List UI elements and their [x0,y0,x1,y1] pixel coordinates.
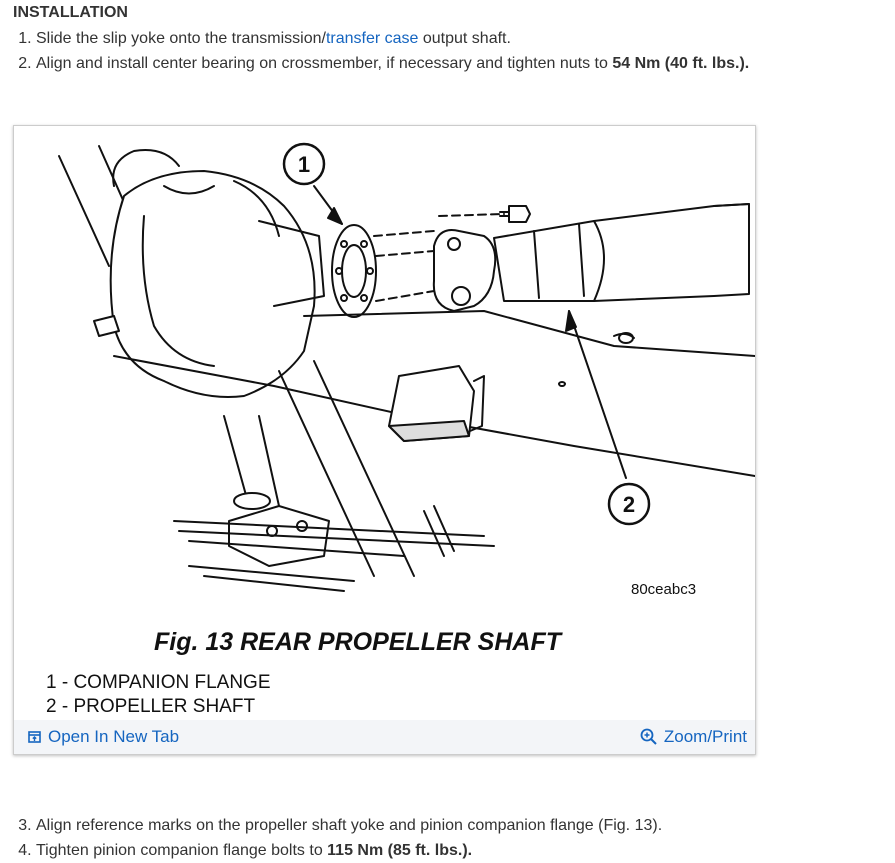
callout-2-circle [607,482,651,526]
propeller-shaft [493,203,750,302]
torque-value: 115 Nm (85 ft. lbs.). [327,842,473,859]
figure-code: 80ceabc3 [631,581,697,598]
callout-1-label: 1 [298,152,310,177]
legend-item: 2 - PROPELLER SHAFT [46,696,256,717]
callout-1-circle [282,142,326,186]
torque-value: 54 Nm (40 ft. lbs.). [612,55,750,72]
transfer-case-link[interactable]: transfer case [325,30,419,47]
step-2: Align and install center bearing on cros… [36,51,749,76]
propeller-shaft-diagram: 1 2 [58,142,755,592]
flange-bolt [508,205,531,223]
companion-flange [331,224,377,318]
open-in-new-tab-button[interactable]: Open In New Tab [28,727,179,747]
legend-item: 1 - COMPANION FLANGE [46,672,271,693]
figure-caption: Fig. 13 REAR PROPELLER SHAFT [154,628,561,656]
steps-list-bottom: Align reference marks on the propeller s… [0,813,662,863]
steps-list-top: Slide the slip yoke onto the transmissio… [0,26,749,76]
zoom-icon [640,728,657,745]
step-3: Align reference marks on the propeller s… [36,813,662,838]
open-in-new-tab-icon [28,731,41,743]
step-1: Slide the slip yoke onto the transmissio… [36,26,749,51]
figure-panel: 1 2 80ceabc3 Fig. 13 REAR PROPELLER SHAF… [13,125,756,755]
figure-legend: 1 - COMPANION FLANGE 2 - PROPELLER SHAFT [46,671,271,719]
differential-housing [109,170,316,398]
callout-2-label: 2 [623,492,635,517]
section-heading: INSTALLATION [13,4,128,21]
step-4: Tighten pinion companion flange bolts to… [36,838,662,863]
zoom-print-button[interactable]: Zoom/Print [640,727,747,747]
figure-toolbar: Open In New Tab Zoom/Print [14,720,755,754]
shaft-yoke [432,229,497,312]
